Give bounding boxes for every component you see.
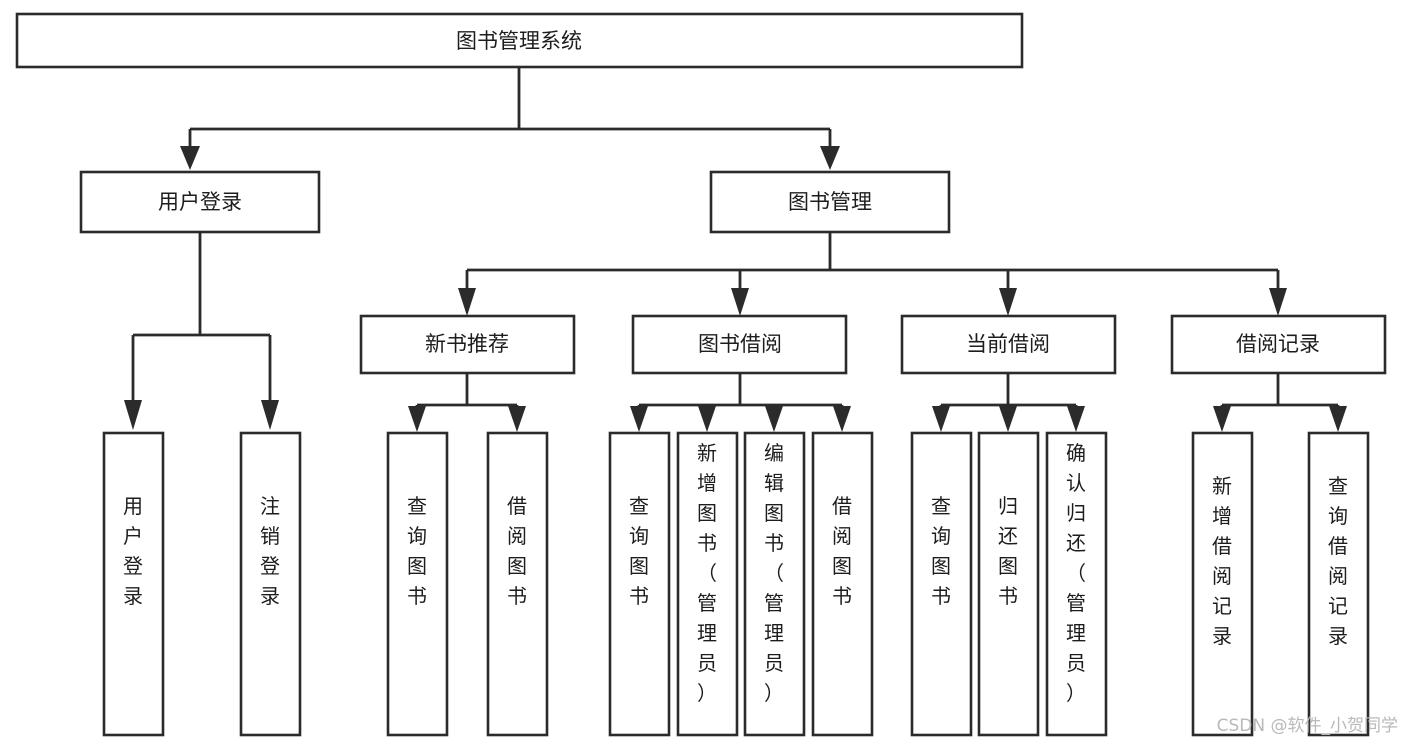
node-new-book-recommend-label: 新书推荐 bbox=[425, 332, 509, 356]
node-book-management-label: 图书管理 bbox=[788, 190, 872, 214]
leaf-query-record[interactable]: 查询借阅记录 bbox=[1307, 431, 1370, 737]
arrow-head-leaf-add-record bbox=[1213, 406, 1231, 432]
connector-group-new-book-recommend bbox=[408, 373, 526, 432]
connector-group-current-borrow bbox=[932, 373, 1085, 432]
arrow-head-leaf-edit-book bbox=[765, 406, 783, 432]
arrow-head-borrow-record bbox=[1269, 288, 1287, 316]
leaf-confirm-return-label: 确认归还（管理员） bbox=[1066, 441, 1086, 705]
connector-group-borrow-record bbox=[1213, 373, 1347, 432]
leaf-add-book-box[interactable] bbox=[676, 431, 739, 737]
leaf-query-book-1-box[interactable] bbox=[386, 431, 449, 737]
node-current-borrow[interactable]: 当前借阅 bbox=[900, 314, 1117, 375]
leaf-query-book-3[interactable]: 查询图书 bbox=[910, 431, 973, 737]
connector-group-book-management bbox=[458, 232, 1287, 316]
arrow-head-leaf-query-book-2 bbox=[630, 406, 648, 432]
leaf-query-book-2[interactable]: 查询图书 bbox=[608, 431, 671, 737]
arrow-head-leaf-borrow-book-2 bbox=[833, 406, 851, 432]
arrow-head-leaf-user-logout bbox=[261, 400, 279, 430]
node-current-borrow-box[interactable] bbox=[900, 314, 1117, 375]
leaf-borrow-book-1-label: 借阅图书 bbox=[507, 494, 527, 608]
node-user-login[interactable]: 用户登录 bbox=[79, 170, 321, 234]
leaf-add-book[interactable]: 新增图书（管理员） bbox=[676, 431, 739, 737]
arrow-head-book-management bbox=[820, 146, 840, 170]
leaf-borrow-book-2-box[interactable] bbox=[811, 431, 874, 737]
arrow-head-leaf-add-book bbox=[698, 406, 716, 432]
connector-group-book-borrow bbox=[630, 373, 851, 432]
leaf-query-record-box[interactable] bbox=[1307, 431, 1370, 737]
leaf-query-book-1-label: 查询图书 bbox=[407, 494, 427, 608]
leaf-query-book-2-label: 查询图书 bbox=[629, 494, 649, 608]
connector-group-root bbox=[180, 67, 840, 170]
node-book-borrow-label: 图书借阅 bbox=[698, 332, 782, 356]
node-new-book-recommend-box[interactable] bbox=[359, 314, 576, 375]
csdn-watermark: CSDN @软件_小贺同学 bbox=[1217, 716, 1398, 736]
node-user-login-box[interactable] bbox=[79, 170, 321, 234]
leaf-user-login-label: 用户登录 bbox=[123, 494, 143, 608]
arrow-head-leaf-query-book-3 bbox=[932, 406, 950, 432]
leaf-edit-book-label: 编辑图书（管理员） bbox=[764, 441, 784, 705]
connector-group-user-login bbox=[124, 232, 279, 430]
leaf-borrow-book-2-label: 借阅图书 bbox=[832, 494, 852, 608]
leaf-query-record-label: 查询借阅记录 bbox=[1328, 474, 1348, 648]
leaf-query-book-1[interactable]: 查询图书 bbox=[386, 431, 449, 737]
arrow-head-user-login bbox=[180, 146, 200, 170]
leaf-return-book-box[interactable] bbox=[977, 431, 1040, 737]
node-borrow-record[interactable]: 借阅记录 bbox=[1170, 314, 1387, 375]
arrow-head-leaf-borrow-book-1 bbox=[508, 406, 526, 432]
leaf-user-login[interactable]: 用户登录 bbox=[102, 431, 165, 737]
arrow-head-current-borrow bbox=[999, 288, 1017, 316]
node-book-management[interactable]: 图书管理 bbox=[709, 170, 951, 234]
node-new-book-recommend[interactable]: 新书推荐 bbox=[359, 314, 576, 375]
arrow-head-leaf-return-book bbox=[999, 406, 1017, 432]
arrow-head-leaf-query-record bbox=[1329, 406, 1347, 432]
leaf-add-record[interactable]: 新增借阅记录 bbox=[1191, 431, 1254, 737]
leaf-return-book-label: 归还图书 bbox=[998, 494, 1018, 608]
node-book-management-box[interactable] bbox=[709, 170, 951, 234]
arrow-head-leaf-user-login bbox=[124, 400, 142, 430]
leaf-borrow-book-1[interactable]: 借阅图书 bbox=[486, 431, 549, 737]
node-book-borrow-box[interactable] bbox=[631, 314, 848, 375]
leaf-add-record-label: 新增借阅记录 bbox=[1212, 474, 1232, 648]
leaf-confirm-return[interactable]: 确认归还（管理员） bbox=[1045, 431, 1108, 737]
leaf-user-logout[interactable]: 注销登录 bbox=[239, 431, 302, 737]
arrow-head-book-borrow bbox=[731, 288, 749, 316]
node-book-borrow[interactable]: 图书借阅 bbox=[631, 314, 848, 375]
leaf-query-book-2-box[interactable] bbox=[608, 431, 671, 737]
leaf-query-book-3-box[interactable] bbox=[910, 431, 973, 737]
leaf-user-logout-label: 注销登录 bbox=[260, 494, 280, 608]
arrow-head-leaf-query-book-1 bbox=[408, 406, 426, 432]
node-current-borrow-label: 当前借阅 bbox=[966, 332, 1050, 356]
leaf-edit-book-box[interactable] bbox=[743, 431, 806, 737]
leaf-user-login-box[interactable] bbox=[102, 431, 165, 737]
leaf-borrow-book-2[interactable]: 借阅图书 bbox=[811, 431, 874, 737]
leaf-user-logout-box[interactable] bbox=[239, 431, 302, 737]
node-root[interactable]: 图书管理系统 bbox=[15, 12, 1024, 69]
leaf-borrow-book-1-box[interactable] bbox=[486, 431, 549, 737]
node-borrow-record-label: 借阅记录 bbox=[1236, 332, 1320, 356]
leaf-edit-book[interactable]: 编辑图书（管理员） bbox=[743, 431, 806, 737]
node-user-login-label: 用户登录 bbox=[158, 190, 242, 214]
leaf-query-book-3-label: 查询图书 bbox=[931, 494, 951, 608]
node-root-label: 图书管理系统 bbox=[456, 29, 582, 53]
leaf-add-record-box[interactable] bbox=[1191, 431, 1254, 737]
leaf-confirm-return-box[interactable] bbox=[1045, 431, 1108, 737]
node-root-box[interactable] bbox=[15, 12, 1024, 69]
arrow-head-new-book-recommend bbox=[458, 288, 476, 316]
leaf-return-book[interactable]: 归还图书 bbox=[977, 431, 1040, 737]
leaf-add-book-label: 新增图书（管理员） bbox=[697, 441, 717, 705]
node-borrow-record-box[interactable] bbox=[1170, 314, 1387, 375]
arrow-head-leaf-confirm-return bbox=[1067, 406, 1085, 432]
